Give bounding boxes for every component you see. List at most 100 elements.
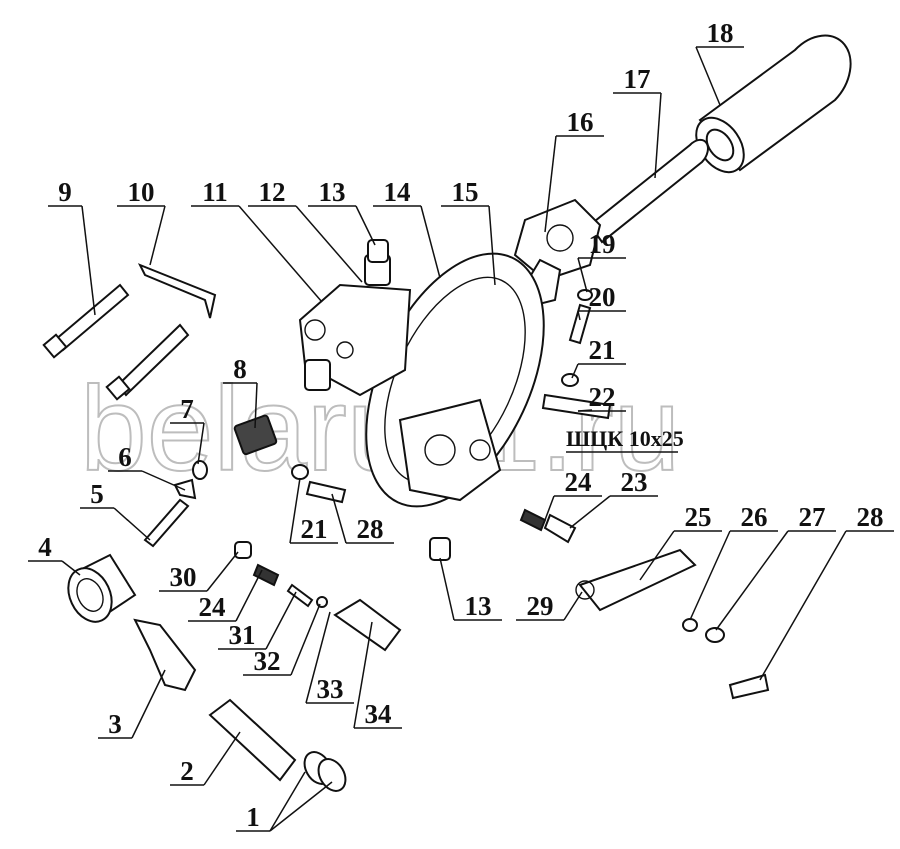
part-32-ball — [316, 596, 328, 608]
callout-23: 23 — [569, 467, 658, 529]
callout-29: 29 — [516, 591, 583, 621]
callout-21: 21 — [289, 477, 338, 544]
leader-line — [654, 92, 662, 179]
leader-line — [290, 603, 321, 676]
callout-labels: 1817161514131211109192021228765430243132… — [28, 18, 894, 832]
callout-number: 8 — [233, 354, 247, 384]
callout-number: 22 — [589, 382, 616, 412]
callout-10: 10 — [117, 177, 166, 266]
leader-line — [577, 257, 588, 293]
leader-line — [113, 507, 151, 541]
callout-13: 13 — [439, 557, 502, 621]
leader-line — [206, 551, 239, 592]
callout-number: 4 — [38, 532, 52, 562]
leader-line — [238, 205, 323, 303]
leader-line — [305, 611, 331, 704]
part-20-pin — [568, 303, 592, 345]
callout-number: 17 — [624, 64, 651, 94]
note-label: ШЦК 10x25 — [566, 426, 684, 451]
part-23-plug — [543, 513, 577, 544]
leader-line — [254, 382, 258, 429]
part-10-bracket — [137, 263, 217, 319]
callout-31: 31 — [218, 591, 297, 650]
part-18-filter — [695, 34, 852, 174]
callout-28: 28 — [331, 493, 394, 544]
part-9-bolts — [42, 283, 190, 401]
callout-20: 20 — [577, 282, 626, 321]
leader-line — [269, 771, 306, 832]
leader-line — [439, 557, 455, 621]
callout-28: 28 — [759, 502, 894, 681]
callout-15: 15 — [441, 177, 496, 286]
callout-24: 24 — [188, 569, 263, 622]
callout-27: 27 — [715, 502, 836, 631]
callout-number: 20 — [589, 282, 616, 312]
callout-5: 5 — [80, 479, 151, 541]
part-31-screw — [286, 583, 314, 608]
callout-number: 31 — [229, 620, 256, 650]
callout-18: 18 — [695, 18, 744, 106]
callout-number: 12 — [259, 177, 286, 207]
callout-6: 6 — [108, 442, 186, 491]
leader-line — [639, 530, 675, 581]
leader-line — [203, 731, 241, 786]
part-2-shaft — [208, 698, 297, 782]
part-29-ring — [575, 580, 595, 600]
part-30-nut — [234, 541, 252, 559]
part-6-lock — [173, 478, 197, 500]
callout-21: 21 — [571, 335, 626, 379]
callout-number: 13 — [319, 177, 346, 207]
callout-number: 2 — [180, 756, 194, 786]
part-28-bolt — [305, 480, 347, 504]
callout-number: 5 — [90, 479, 104, 509]
leader-line — [131, 669, 166, 739]
callout-22: 22 — [577, 382, 626, 412]
callout-number: 30 — [170, 562, 197, 592]
callout-number: 21 — [589, 335, 616, 365]
part-25-plate — [578, 548, 697, 612]
callout-number: 1 — [246, 802, 260, 832]
leader-line — [355, 205, 376, 246]
callout-8: 8 — [223, 354, 258, 429]
leader-line — [577, 409, 593, 412]
part-13-plug — [367, 239, 389, 263]
part-11-pump — [298, 254, 412, 397]
callout-number: 11 — [202, 177, 228, 207]
callout-number: 19 — [589, 229, 616, 259]
callout-13: 13 — [308, 177, 376, 246]
callout-25: 25 — [639, 502, 722, 581]
leader-line — [695, 46, 721, 106]
callout-33: 33 — [305, 611, 354, 704]
part-24-spring-right — [519, 508, 547, 532]
parts-drawing — [42, 34, 852, 792]
callout-number: 33 — [317, 674, 344, 704]
part-19-washer — [577, 289, 593, 301]
leader-line — [331, 493, 347, 544]
leader-line — [235, 569, 263, 622]
callout-2: 2 — [170, 731, 241, 786]
callout-14: 14 — [373, 177, 441, 279]
callout-number: 16 — [567, 107, 594, 137]
callout-number: 7 — [180, 394, 194, 424]
leader-line — [715, 530, 789, 631]
leader-line — [563, 591, 583, 621]
callout-number: 15 — [452, 177, 479, 207]
leader-line — [149, 205, 166, 266]
leader-line — [61, 560, 81, 576]
callout-number: 6 — [118, 442, 132, 472]
part-28-bolt-right — [728, 673, 770, 700]
leader-line — [544, 495, 555, 521]
leader-line — [488, 205, 496, 286]
callout-24: 24 — [544, 467, 602, 521]
callout-number: 9 — [58, 177, 72, 207]
callout-number: 27 — [799, 502, 826, 532]
leader-line — [197, 422, 205, 465]
part-3-lever — [133, 618, 197, 692]
part-8-gear — [233, 414, 278, 456]
part-7-washer — [192, 460, 208, 480]
callout-number: 10 — [128, 177, 155, 207]
leader-line — [689, 530, 731, 621]
callout-number: 23 — [621, 467, 648, 497]
leader-line — [269, 781, 333, 832]
callout-number: 25 — [685, 502, 712, 532]
